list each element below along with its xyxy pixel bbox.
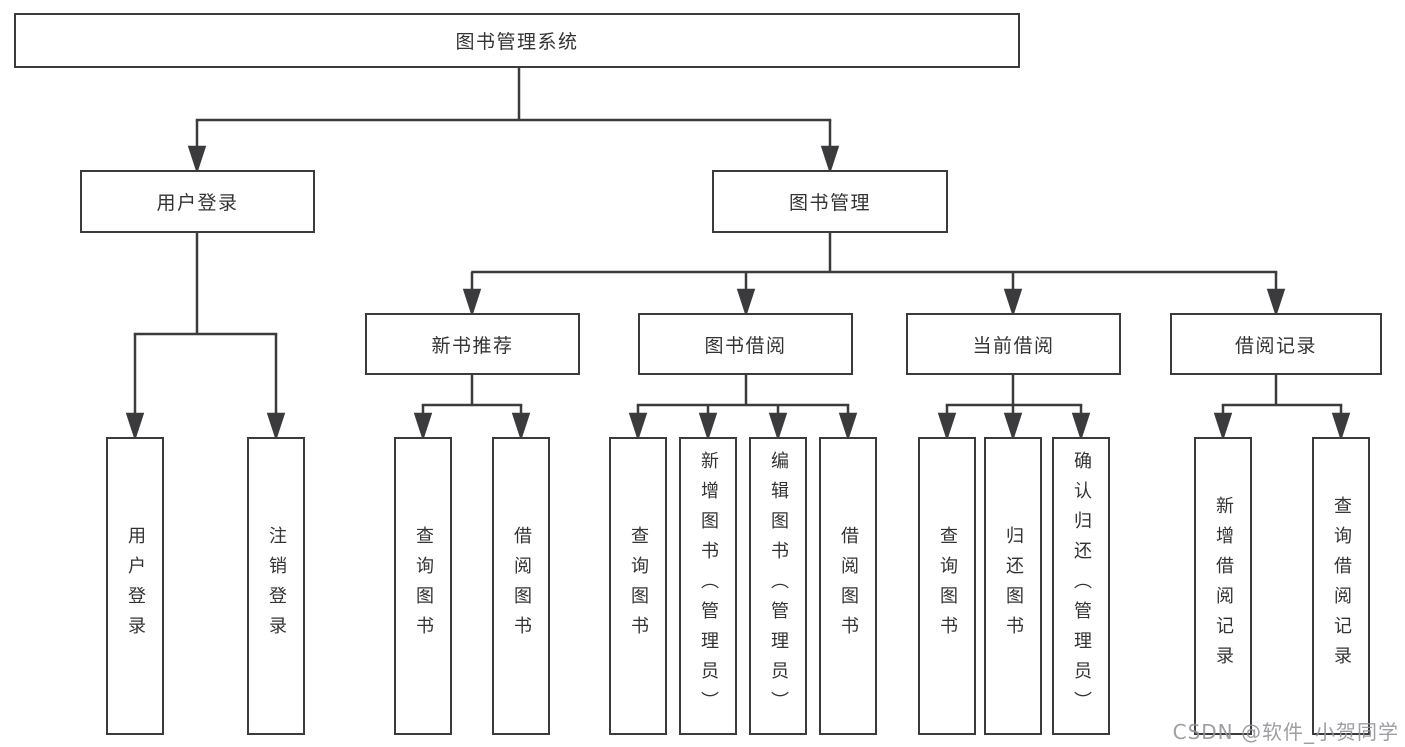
- leaf-label: 用户登录: [125, 526, 146, 646]
- node-library-management-system: 图书管理系统: [14, 13, 1020, 68]
- node-label: 借阅记录: [1234, 334, 1317, 357]
- leaf-label: 确认归还（管理员）: [1071, 451, 1092, 721]
- node-label: 用户登录: [156, 192, 239, 214]
- connector-book-borrowing: [628, 375, 858, 442]
- node-borrowing-records: 借阅记录: [1170, 313, 1382, 375]
- node-book-management: 图书管理: [712, 170, 948, 233]
- leaf-label: 查询图书: [628, 526, 649, 646]
- leaf-label: 查询图书: [413, 526, 434, 646]
- leaf-label: 新增图书（管理员）: [698, 451, 719, 721]
- leaf-logout: 注销登录: [247, 437, 305, 735]
- leaf-label: 借阅图书: [838, 526, 859, 646]
- node-label: 新书推荐: [431, 334, 514, 357]
- connector-current-borrowing: [937, 375, 1091, 442]
- leaf-add-books-admin: 新增图书（管理员）: [679, 437, 737, 735]
- connector-new-book-recommend: [413, 375, 531, 442]
- leaf-query-borrow-record: 查询借阅记录: [1312, 437, 1370, 735]
- leaf-label: 查询借阅记录: [1331, 496, 1352, 676]
- node-current-borrowing: 当前借阅: [906, 313, 1121, 375]
- node-label: 图书借阅: [704, 334, 787, 357]
- node-label: 当前借阅: [972, 334, 1055, 357]
- leaf-label: 新增借阅记录: [1213, 496, 1234, 676]
- leaf-query-books-borrowing: 查询图书: [609, 437, 667, 735]
- leaf-confirm-return-admin: 确认归还（管理员）: [1052, 437, 1110, 735]
- node-label: 图书管理系统: [455, 31, 579, 53]
- leaf-label: 注销登录: [266, 526, 287, 646]
- leaf-add-borrow-record: 新增借阅记录: [1194, 437, 1252, 735]
- node-user-login: 用户登录: [80, 170, 315, 233]
- connector-root: [187, 68, 840, 175]
- leaf-label: 编辑图书（管理员）: [768, 451, 789, 721]
- connector-user-login: [125, 233, 286, 442]
- leaf-label: 借阅图书: [511, 526, 532, 646]
- leaf-label: 归还图书: [1003, 526, 1024, 646]
- node-label: 图书管理: [788, 192, 871, 214]
- leaf-user-login: 用户登录: [106, 437, 164, 735]
- leaf-query-books-recommend: 查询图书: [394, 437, 452, 735]
- node-book-borrowing: 图书借阅: [638, 313, 853, 375]
- connector-book-management: [462, 233, 1286, 318]
- leaf-label: 查询图书: [937, 526, 958, 646]
- node-new-book-recommend: 新书推荐: [365, 313, 580, 375]
- leaf-borrow-books-recommend: 借阅图书: [492, 437, 550, 735]
- leaf-borrow-books: 借阅图书: [819, 437, 877, 735]
- leaf-edit-books-admin: 编辑图书（管理员）: [749, 437, 807, 735]
- connector-borrowing-records: [1213, 375, 1351, 442]
- leaf-return-books: 归还图书: [984, 437, 1042, 735]
- csdn-watermark: CSDN @软件_小贺同学: [1172, 720, 1399, 744]
- leaf-query-books-current: 查询图书: [918, 437, 976, 735]
